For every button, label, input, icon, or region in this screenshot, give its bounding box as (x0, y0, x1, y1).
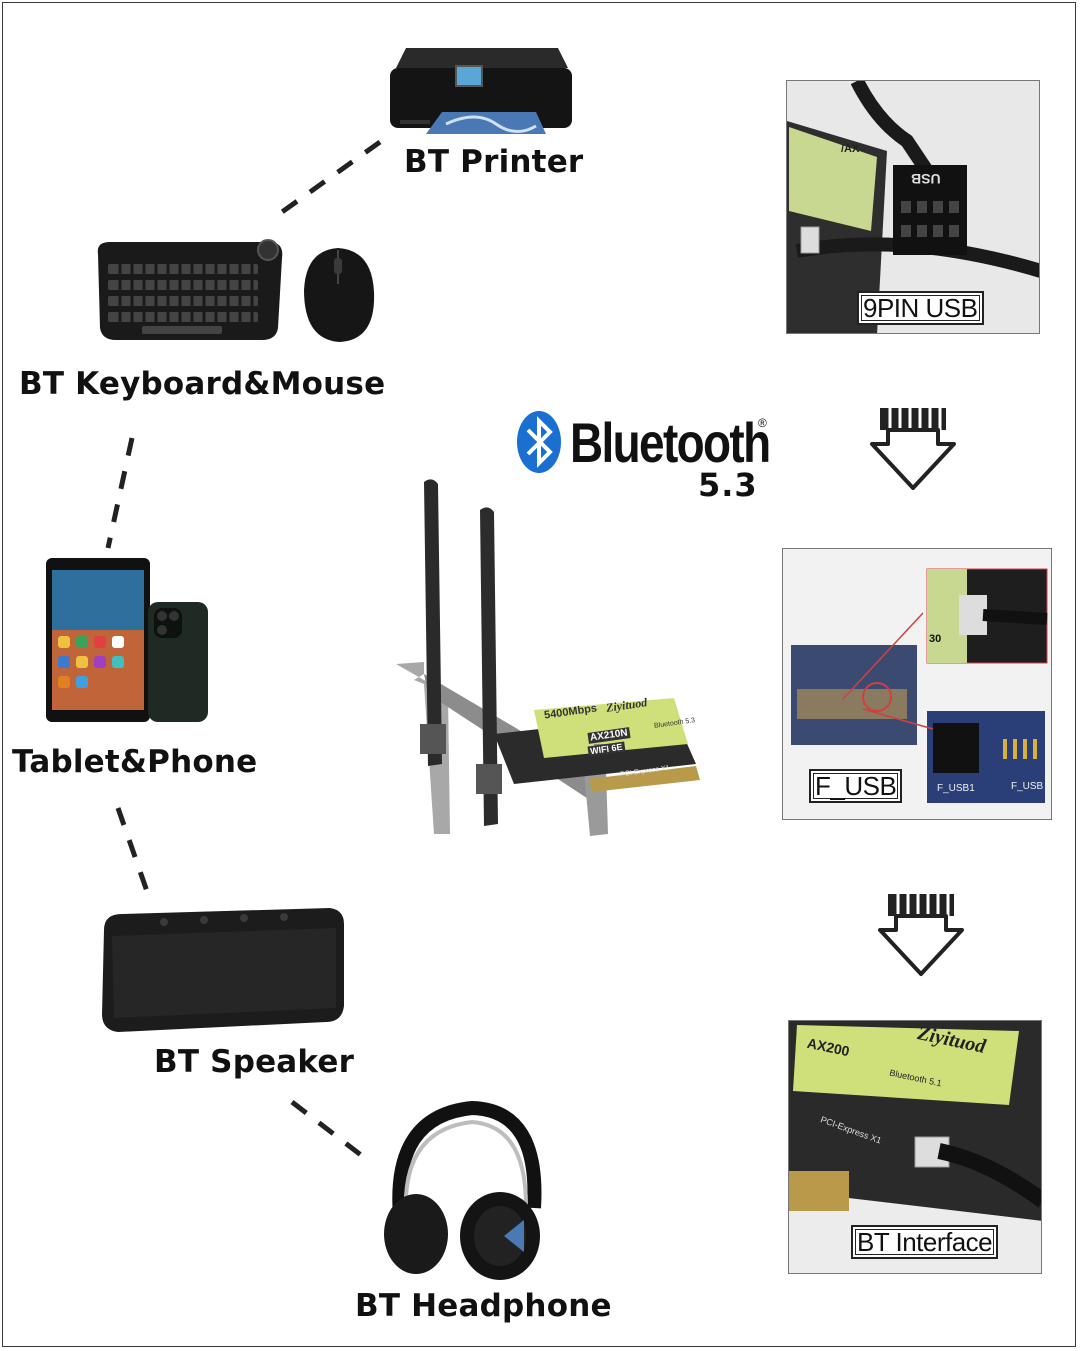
mouse-icon (304, 248, 375, 342)
dash-tablet-speaker (115, 807, 153, 901)
registered-mark: ® (758, 416, 767, 430)
step3-tag: BT Interface (851, 1225, 999, 1259)
step1-photo: USB /AX 9PIN USB (786, 80, 1040, 334)
speaker-icon (102, 908, 344, 1032)
dash-printer-keyboard (280, 139, 382, 215)
printer-label: BT Printer (404, 144, 584, 180)
step2-photo: 30 F_USB1 F_USB F_USB (782, 548, 1052, 820)
ax-text: /AX (841, 143, 860, 155)
pin-number-text: 30 (929, 633, 942, 645)
usb-cable-image (787, 81, 1039, 333)
wifi-card-image (396, 479, 700, 836)
bt-interface-image (789, 1021, 1041, 1273)
step2-tag: F_USB (809, 769, 903, 803)
f-usb-text: F_USB (1011, 781, 1044, 792)
step1-tag: 9PIN USB (857, 291, 984, 325)
bluetooth-version: 5.3 (698, 466, 758, 504)
dash-speaker-headphone (290, 1100, 372, 1164)
tablet-phone-label: Tablet&Phone (12, 744, 258, 780)
dash-keyboard-tablet (105, 437, 135, 549)
f-usb1-text: F_USB1 (937, 783, 975, 794)
printer-icon (390, 48, 572, 134)
step3-photo: AX200 Ziyituod Bluetooth 5.1 PCI-Express… (788, 1020, 1042, 1274)
headphone-label: BT Headphone (355, 1288, 612, 1324)
keyboard-mouse-label: BT Keyboard&Mouse (19, 366, 386, 402)
down-arrow-icon (870, 408, 956, 490)
bluetooth-icon (517, 411, 561, 473)
bluetooth-wordmark: Bluetooth (570, 411, 771, 474)
keyboard-icon (97, 239, 283, 340)
usb-header-text: USB (911, 171, 941, 187)
motherboard-image (783, 549, 1051, 819)
tablet-phone-icon (46, 558, 208, 722)
down-arrow-icon-2 (878, 894, 964, 976)
speaker-label: BT Speaker (154, 1044, 355, 1080)
headphone-icon (384, 1100, 542, 1280)
